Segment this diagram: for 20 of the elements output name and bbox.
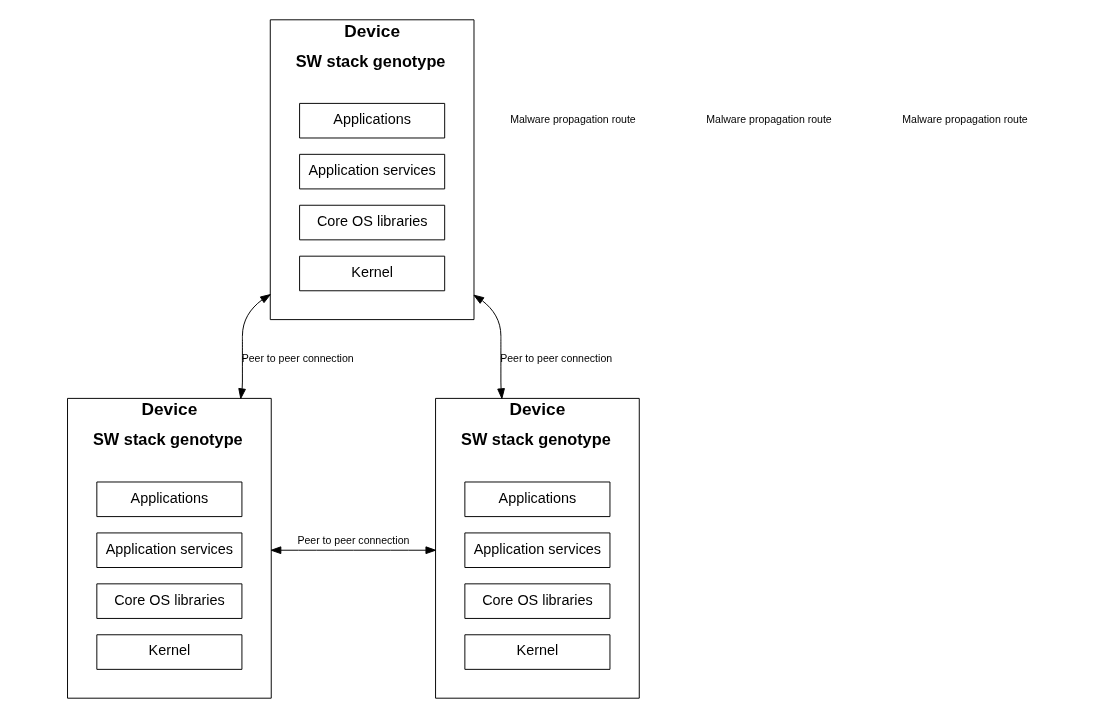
node-box: Applications	[299, 102, 446, 139]
node-box: Kernel	[464, 634, 611, 670]
node-box: Core OS libraries	[96, 583, 243, 619]
edge-label: Peer to peer connection	[297, 534, 410, 547]
node-box: Application services	[96, 532, 243, 568]
node-box: Applications	[464, 481, 611, 518]
arrow	[270, 546, 437, 555]
node-box: Core OS libraries	[464, 583, 611, 619]
label: Malware propagation route	[902, 113, 1028, 126]
node-box: Core OS libraries	[299, 204, 446, 241]
node-box: Application services	[464, 532, 611, 568]
edge-label: Peer to peer connection	[500, 351, 613, 364]
label: Malware propagation route	[510, 113, 636, 126]
arrow	[473, 294, 505, 399]
label: Malware propagation route	[706, 113, 832, 126]
node-box: Kernel	[96, 634, 243, 670]
node-box: Applications	[96, 481, 243, 518]
node-box: Kernel	[299, 255, 446, 292]
arrow	[238, 294, 271, 399]
node-box: Application services	[299, 153, 446, 190]
